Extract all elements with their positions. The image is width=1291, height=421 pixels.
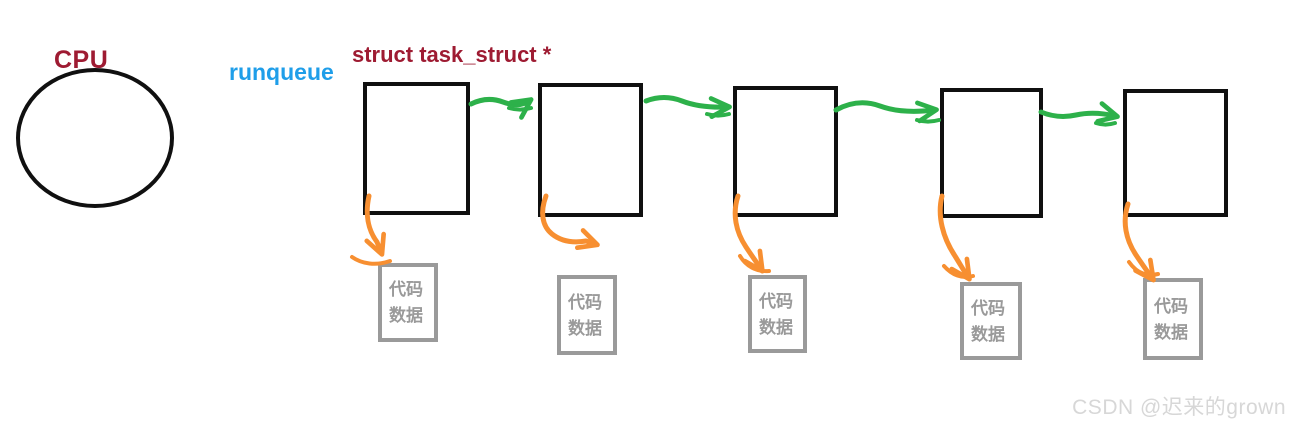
task-struct-box-3 (733, 86, 838, 217)
memory-box-1: 代码 数据 (378, 263, 438, 342)
pointer-type-label: struct task_struct * (352, 42, 552, 67)
memory-box-4: 代码 数据 (960, 282, 1022, 360)
memory-box-5: 代码 数据 (1143, 278, 1203, 360)
memory-box-code-label: 代码 (389, 280, 423, 299)
task-struct-box-2 (538, 83, 643, 217)
next-pointer-arrow-2 (643, 95, 732, 120)
arrow-stroke-detail (738, 254, 771, 274)
task-struct-box-1 (363, 82, 470, 215)
memory-box-code-label: 代码 (759, 291, 793, 311)
arrow-stroke-detail (1127, 260, 1160, 277)
task-struct-box-4 (940, 88, 1043, 218)
arrow-stroke-detail (705, 112, 731, 118)
memory-box-data-label: 数据 (759, 317, 793, 337)
arrow-stroke-detail (915, 118, 941, 124)
memory-box-data-label: 数据 (1154, 322, 1188, 342)
arrow-stroke-detail (1094, 121, 1117, 127)
memory-box-code-label: 代码 (1154, 296, 1188, 316)
task-struct-box-5 (1123, 89, 1228, 217)
memory-box-code-label: 代码 (568, 292, 602, 312)
cpu-ellipse (16, 68, 174, 208)
next-pointer-arrow-3 (833, 100, 939, 124)
arrow-stroke-detail (507, 106, 533, 112)
memory-box-data-label: 数据 (389, 306, 423, 325)
memory-box-code-label: 代码 (971, 298, 1005, 318)
next-pointer-arrow-1 (468, 96, 534, 120)
memory-box-data-label: 数据 (568, 318, 602, 338)
memory-box-data-label: 数据 (971, 324, 1005, 344)
arrow-stroke-detail (942, 264, 975, 279)
memory-box-2: 代码 数据 (557, 275, 617, 355)
next-pointer-arrow-4 (1038, 101, 1120, 124)
memory-box-3: 代码 数据 (748, 275, 807, 353)
runqueue-label: runqueue (229, 59, 334, 85)
watermark: CSDN @迟来的grown (1072, 396, 1286, 419)
